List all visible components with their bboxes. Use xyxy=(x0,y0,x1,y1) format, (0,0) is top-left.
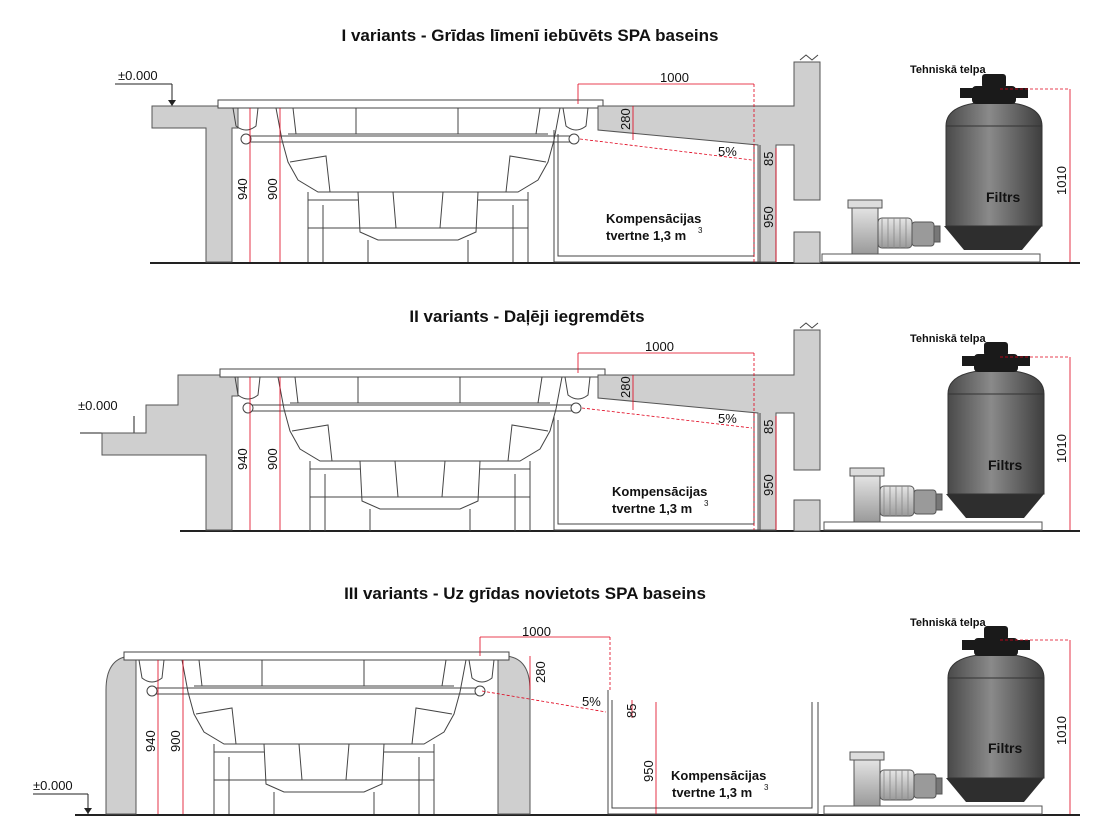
variant-1: I variants - Grīdas līmenī iebūvēts SPA … xyxy=(115,26,1080,264)
dim-950: 950 xyxy=(761,474,776,496)
variant-2: II variants - Daļēji iegremdēts ±0.000 1… xyxy=(78,307,1080,532)
dim-900: 900 xyxy=(265,178,280,200)
dim-85: 85 xyxy=(761,420,776,434)
dim-940: 940 xyxy=(143,730,158,752)
sand-filter-unit xyxy=(823,341,1045,531)
dim-slope: 5% xyxy=(582,694,601,709)
dim-85: 85 xyxy=(761,152,776,166)
dim-slope: 5% xyxy=(718,144,737,159)
dim-950: 950 xyxy=(761,206,776,228)
dim-1000: 1000 xyxy=(645,339,674,354)
level-label: ±0.000 xyxy=(78,398,118,413)
tech-room-label: Tehniskā telpa xyxy=(910,64,986,76)
tank-label-line1: Kompensācijas xyxy=(612,484,707,499)
dim-1000: 1000 xyxy=(522,624,551,639)
variant-title: I variants - Grīdas līmenī iebūvēts SPA … xyxy=(342,26,719,45)
tank-label-line2: tvertne 1,3 m xyxy=(612,501,692,516)
dim-940: 940 xyxy=(235,178,250,200)
dim-900: 900 xyxy=(265,448,280,470)
tank-label-sup: 3 xyxy=(704,499,709,508)
tank-label-line1: Kompensācijas xyxy=(671,768,766,783)
tank-label-sup: 3 xyxy=(698,226,703,235)
dim-85: 85 xyxy=(624,704,639,718)
filter-label: Filtrs xyxy=(988,740,1022,756)
dim-slope: 5% xyxy=(718,411,737,426)
dim-280: 280 xyxy=(618,376,633,398)
dim-1010: 1010 xyxy=(1054,166,1069,195)
tank-label-line2: tvertne 1,3 m xyxy=(672,785,752,800)
tank-label-sup: 3 xyxy=(764,783,769,792)
level-label: ±0.000 xyxy=(33,778,73,793)
filter-label: Filtrs xyxy=(986,189,1020,205)
tech-room-label: Tehniskā telpa xyxy=(910,617,986,629)
dim-280: 280 xyxy=(618,108,633,130)
dim-900: 900 xyxy=(168,730,183,752)
tank-label-line1: Kompensācijas xyxy=(606,211,701,226)
tech-room-label: Tehniskā telpa xyxy=(910,333,986,345)
filter-label: Filtrs xyxy=(988,457,1022,473)
dim-1000: 1000 xyxy=(660,70,689,85)
variant-title: II variants - Daļēji iegremdēts xyxy=(409,307,644,326)
variant-3: III variants - Uz grīdas novietots SPA b… xyxy=(33,584,1080,816)
dim-1010: 1010 xyxy=(1054,434,1069,463)
dim-950: 950 xyxy=(641,760,656,782)
dim-940: 940 xyxy=(235,448,250,470)
sand-filter-unit xyxy=(823,625,1045,815)
tank-label-line2: tvertne 1,3 m xyxy=(606,228,686,243)
sand-filter-unit xyxy=(821,73,1043,263)
level-label: ±0.000 xyxy=(118,68,158,83)
variant-title: III variants - Uz grīdas novietots SPA b… xyxy=(344,584,706,603)
dim-280: 280 xyxy=(533,661,548,683)
dim-1010: 1010 xyxy=(1054,716,1069,745)
